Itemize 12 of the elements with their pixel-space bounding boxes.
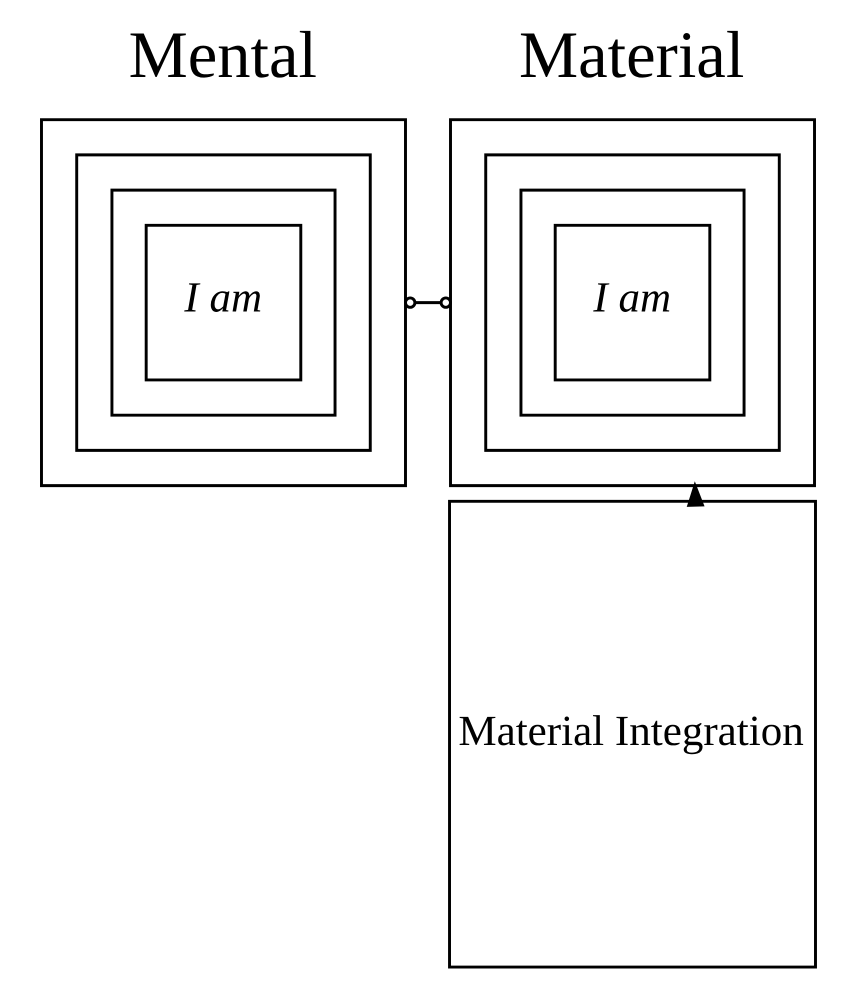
- cluster: [484, 153, 780, 452]
- connector: [404, 296, 452, 309]
- cluster: [74, 153, 372, 452]
- arrow: [686, 481, 704, 507]
- cluster: [110, 188, 336, 417]
- cluster: [448, 118, 816, 488]
- cluster: [40, 118, 406, 488]
- node-box: I am: [144, 224, 302, 382]
- cluster: [519, 188, 746, 417]
- node-box: I am: [553, 224, 711, 382]
- label: Mental: [128, 19, 316, 92]
- label: Material: [518, 19, 744, 92]
